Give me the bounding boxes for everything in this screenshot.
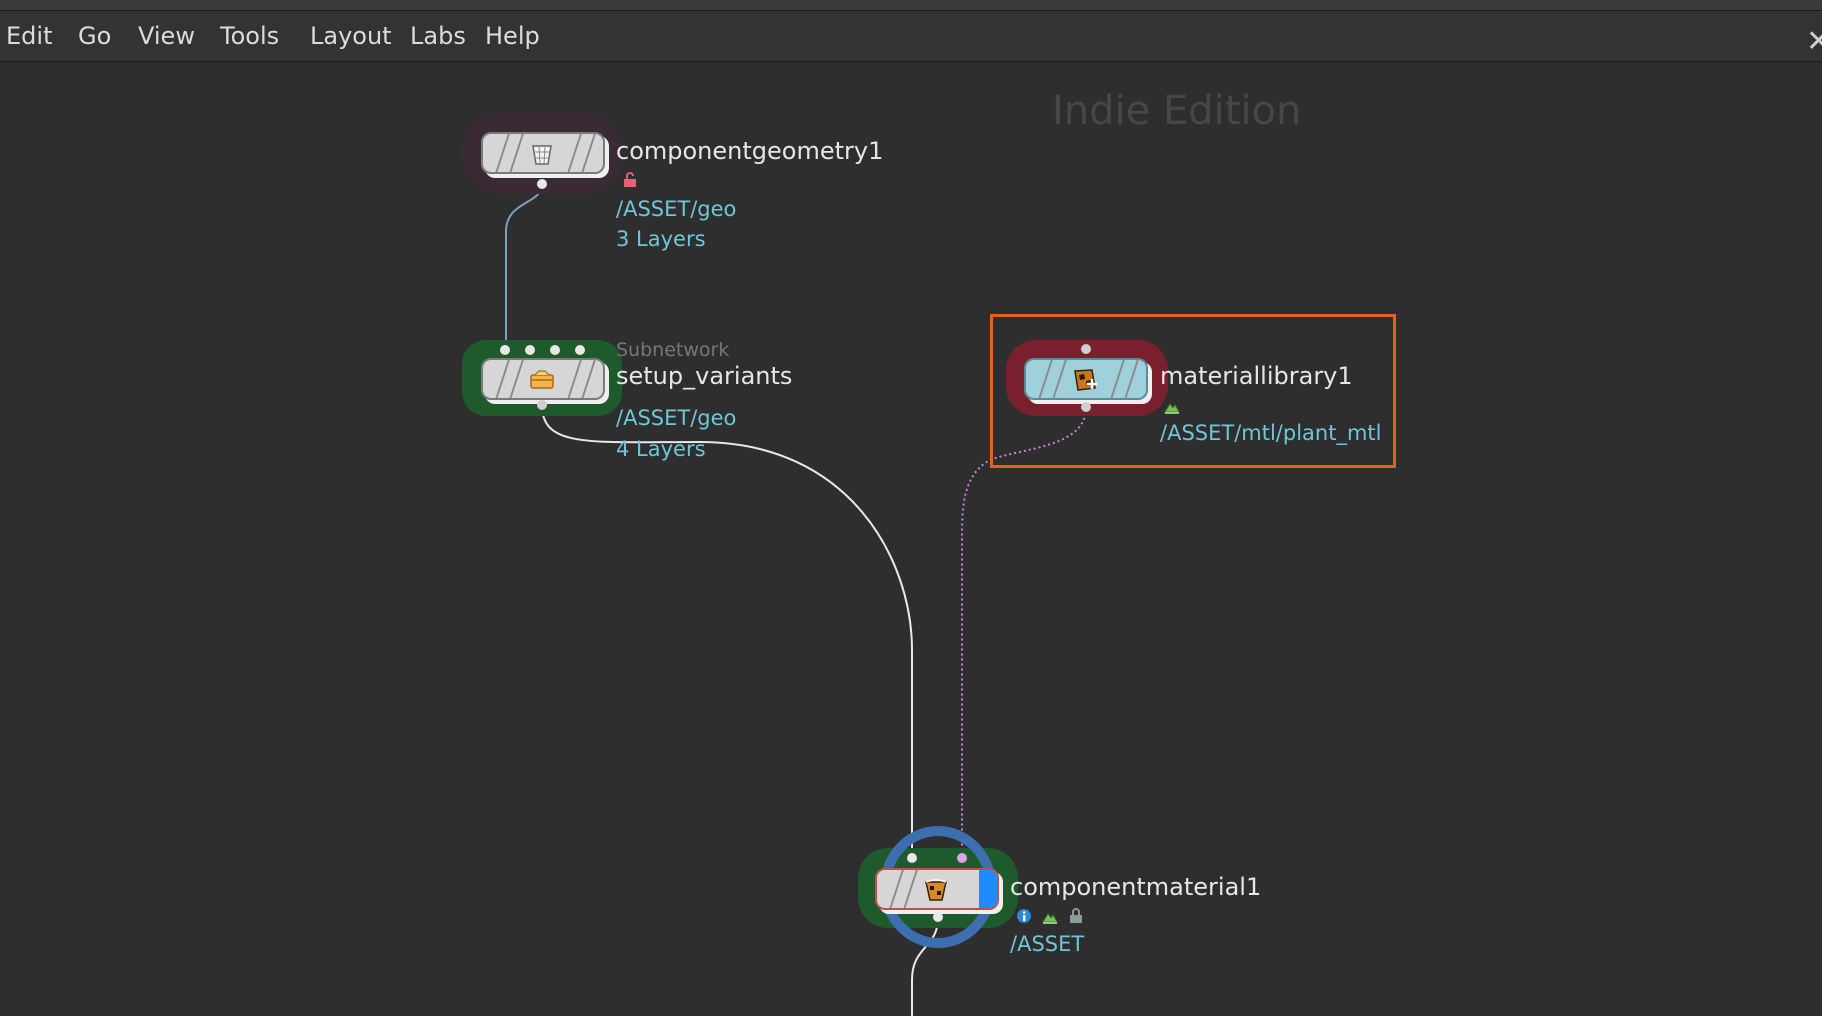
landscape-icon (1042, 913, 1058, 924)
componentgeometry-path: /ASSET/geo (616, 197, 737, 221)
close-icon[interactable]: ✕ (1806, 25, 1822, 59)
materiallibrary-path: /ASSET/mtl/plant_mtl (1160, 421, 1382, 445)
setup-variants-input-port-4[interactable] (575, 345, 585, 355)
componentmaterial-input-port-1[interactable] (907, 853, 917, 863)
menu-view[interactable]: View (138, 22, 195, 50)
menu-help[interactable]: Help (485, 22, 540, 50)
menu-labs[interactable]: Labs (410, 22, 466, 50)
lock-open-icon[interactable] (622, 172, 638, 188)
wire-mtllib-to-material (961, 407, 1087, 858)
subnetwork-icon (530, 370, 554, 389)
window-top-strip (0, 0, 1822, 11)
componentmaterial-input-port-2[interactable] (957, 853, 967, 863)
componentgeometry-name: componentgeometry1 (616, 137, 884, 165)
setup-variants-info: 4 Layers (616, 437, 706, 461)
setup-variants-node[interactable] (481, 358, 605, 400)
setup-variants-input-port-3[interactable] (550, 345, 560, 355)
setup-variants-path: /ASSET/geo (616, 406, 737, 430)
setup-variants-type: Subnetwork (616, 339, 730, 361)
setup-variants-name: setup_variants (616, 362, 793, 390)
setup-variants-input-port-1[interactable] (500, 345, 510, 355)
menu-layout[interactable]: Layout (310, 22, 392, 50)
componentmaterial-node[interactable] (875, 868, 999, 910)
menu-tools[interactable]: Tools (220, 22, 280, 50)
materiallibrary-output-port[interactable] (1081, 402, 1091, 412)
setup-variants-output-port[interactable] (537, 400, 547, 410)
componentgeometry-output-port[interactable] (537, 179, 547, 189)
component-material-icon (925, 879, 947, 901)
materiallibrary-name: materiallibrary1 (1160, 362, 1353, 390)
componentmaterial-path: /ASSET (1010, 932, 1085, 956)
materiallibrary-input-port[interactable] (1081, 344, 1091, 354)
edition-watermark: Indie Edition (1052, 88, 1302, 134)
menu-go[interactable]: Go (78, 22, 112, 50)
landscape-icon (1164, 403, 1180, 414)
componentgeometry-info: 3 Layers (616, 227, 706, 251)
menu-bar: Edit Go View Tools Layout Labs Help ✕ (0, 11, 1822, 62)
lock-icon[interactable] (1068, 908, 1084, 924)
menu-edit[interactable]: Edit (6, 22, 53, 50)
wire-geometry-to-variants (505, 183, 543, 350)
component-geometry-icon (532, 145, 552, 165)
materiallibrary-selection-box (990, 314, 1396, 468)
materiallibrary-node[interactable] (1024, 358, 1148, 400)
wire-variants-to-material (541, 404, 913, 858)
componentmaterial-name: componentmaterial1 (1010, 873, 1262, 901)
setup-variants-input-port-2[interactable] (525, 345, 535, 355)
info-icon[interactable] (1016, 908, 1032, 924)
componentmaterial-output-port[interactable] (933, 912, 943, 922)
display-flag[interactable] (979, 870, 997, 908)
componentgeometry-node[interactable] (481, 132, 605, 174)
material-library-icon (1074, 369, 1097, 391)
